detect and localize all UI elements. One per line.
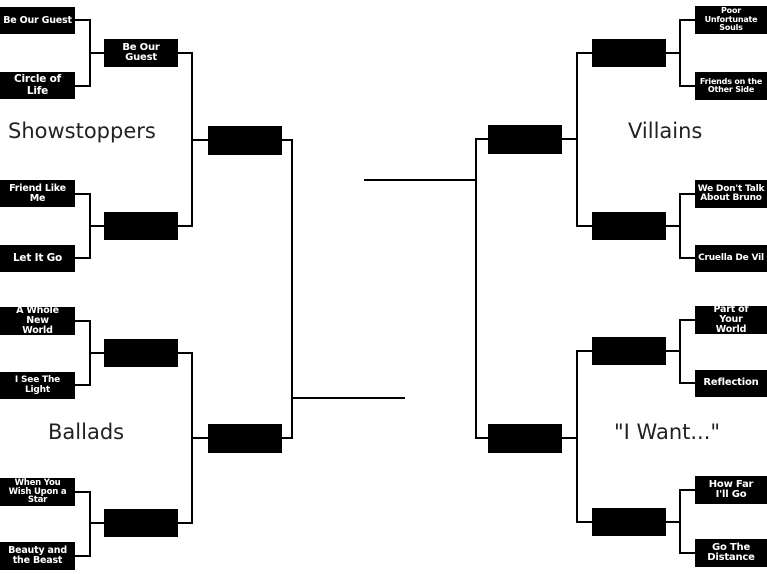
region-label-ballads: Ballads	[48, 420, 125, 444]
connector-ballads-r2	[177, 352, 208, 524]
connector-showstoppers-r2	[177, 52, 208, 227]
slot-ballads-r3	[208, 424, 282, 453]
slot-ballads-r2-1	[104, 339, 178, 367]
slot-showstoppers-seed-3: Friend Like Me	[0, 180, 75, 207]
slot-ballads-seed-2: I See The Light	[0, 372, 75, 399]
slot-ballads-seed-1: A Whole New World	[0, 306, 75, 335]
connector-showstoppers-top	[75, 19, 104, 87]
slot-showstoppers-r3	[208, 126, 282, 155]
slot-showstoppers-seed-1: Be Our Guest	[0, 7, 75, 34]
slot-villains-r3	[488, 125, 562, 154]
connector-villains-r2	[561, 52, 592, 227]
region-label-villains: Villains	[628, 119, 703, 143]
slot-villains-r2-1	[592, 39, 666, 67]
slot-i-want-seed-4: Go The Distance	[695, 539, 767, 567]
slot-ballads-seed-4: Beauty and the Beast	[0, 542, 75, 570]
connector-ballads-bottom	[75, 491, 104, 557]
slot-villains-seed-4: Cruella De Vil	[695, 245, 767, 272]
slot-showstoppers-seed-4: Let It Go	[0, 245, 75, 272]
connector-villains-top	[664, 19, 695, 87]
slot-i-want-seed-3: How Far I'll Go	[695, 476, 767, 504]
slot-villains-seed-2: Friends on the Other Side	[695, 72, 767, 100]
slot-showstoppers-r2-1: Be Our Guest	[104, 39, 178, 67]
slot-villains-r2-2	[592, 212, 666, 240]
connector-iwant-top	[664, 319, 695, 384]
slot-showstoppers-r2-2	[104, 212, 178, 240]
connector-showstoppers-bottom	[75, 193, 104, 259]
slot-ballads-seed-3: When You Wish Upon a Star	[0, 478, 75, 506]
region-label-showstoppers: Showstoppers	[8, 119, 156, 143]
slot-villains-seed-3: We Don't Talk About Bruno	[695, 180, 767, 208]
slot-i-want-r2-2	[592, 508, 666, 536]
connector-iwant-r2	[561, 350, 592, 523]
slot-showstoppers-seed-2: Circle of Life	[0, 72, 75, 99]
slot-i-want-seed-1: Part of Your World	[695, 305, 767, 334]
connector-left-semifinal	[281, 139, 405, 439]
slot-ballads-r2-2	[104, 509, 178, 537]
slot-villains-seed-1: Poor Unfortunate Souls	[695, 6, 767, 34]
region-label-i-want: "I Want..."	[614, 420, 721, 444]
slot-i-want-r3	[488, 424, 562, 453]
slot-i-want-r2-1	[592, 337, 666, 365]
connector-right-semifinal	[364, 138, 488, 439]
connector-villains-bottom	[664, 193, 695, 259]
connector-iwant-bottom	[664, 489, 695, 554]
slot-i-want-seed-2: Reflection	[695, 370, 767, 397]
connector-ballads-top	[75, 320, 104, 386]
